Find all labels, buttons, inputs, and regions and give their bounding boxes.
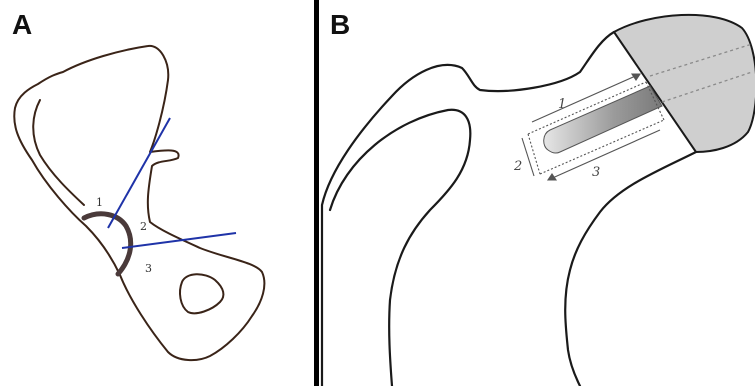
panel-b-label-1: 1 (558, 97, 566, 112)
femur-neck-lower (565, 152, 696, 386)
cut-line-horizontal (122, 233, 236, 248)
femoral-head-section (614, 15, 755, 152)
hip-bone-outline (14, 46, 264, 360)
panel-b-label-3: 3 (592, 165, 600, 180)
panel-b-label-2: 2 (513, 159, 522, 174)
greater-trochanter-contour (330, 110, 470, 386)
iliac-inner-contour (33, 100, 84, 205)
panel-a-label-3: 3 (145, 262, 152, 275)
acetabulum-arc (84, 214, 131, 274)
femur-outline (322, 32, 614, 386)
panel-a-label-1: 1 (96, 196, 103, 209)
obturator-foramen (180, 274, 223, 313)
panel-a-letter: A (12, 9, 32, 40)
panel-a: A 1 2 3 (12, 9, 264, 360)
panel-divider (314, 0, 319, 386)
panel-b: B 1 2 3 (322, 9, 755, 386)
cut-line-superior (108, 118, 170, 228)
panel-a-label-2: 2 (140, 220, 147, 233)
panel-b-letter: B (330, 9, 350, 40)
